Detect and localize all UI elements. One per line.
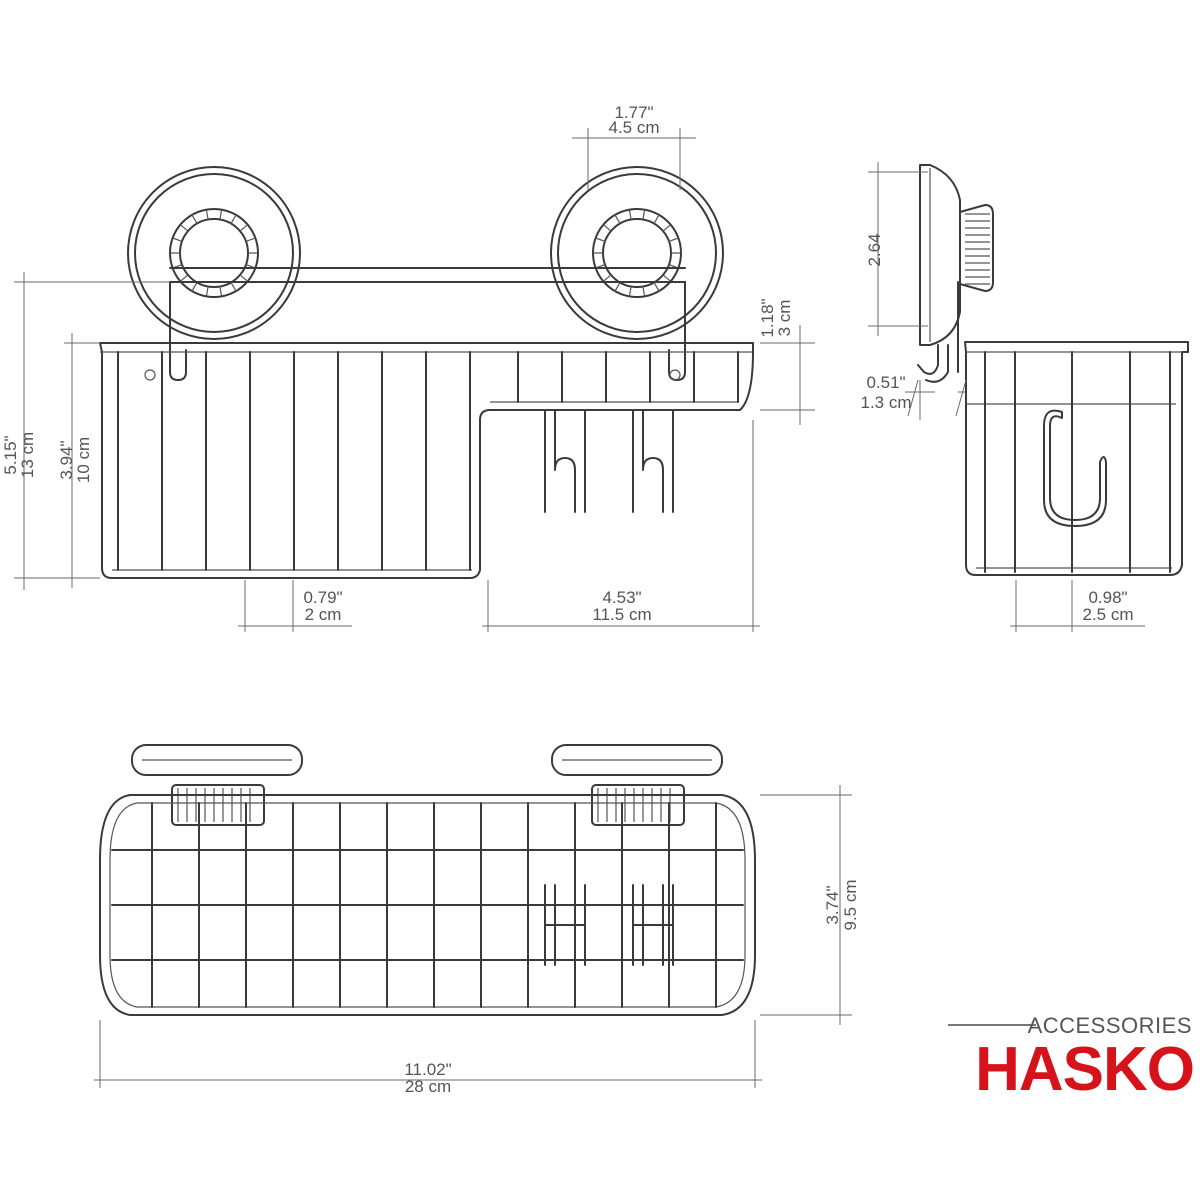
dim-hook-drop-cm: 3 cm bbox=[775, 300, 794, 337]
top-basket-outline bbox=[99, 794, 756, 1016]
suction-cup-right bbox=[550, 166, 724, 340]
dim-wire-gap-in: 0.79" bbox=[303, 588, 342, 607]
dim-suction-depth: 2.64 bbox=[865, 233, 884, 266]
dim-suction-spacing-cm: 4.5 cm bbox=[608, 118, 659, 137]
top-dimensions: 3.74" 9.5 cm 11.02" 28 cm bbox=[94, 785, 860, 1096]
dim-wire-gap-cm: 2 cm bbox=[305, 605, 342, 624]
dim-depth-cm: 9.5 cm bbox=[841, 879, 860, 930]
side-view bbox=[917, 164, 1189, 576]
dim-suction-spacing-in: 1.77" bbox=[614, 103, 653, 122]
dim-depth-in: 3.74" bbox=[823, 885, 842, 924]
brand-name: HASKO bbox=[975, 1035, 1194, 1104]
dim-step-width-in: 4.53" bbox=[602, 588, 641, 607]
dim-side-wire-gap-in: 0.98" bbox=[1088, 588, 1127, 607]
side-hook bbox=[1043, 409, 1107, 527]
utility-hooks bbox=[544, 409, 674, 513]
dim-side-wire-gap-cm: 2.5 cm bbox=[1082, 605, 1133, 624]
dim-total-height-cm: 13 cm bbox=[18, 432, 37, 478]
hanging-rail bbox=[169, 267, 686, 283]
dim-hook-offset-cm: 1.3 cm bbox=[860, 393, 911, 412]
side-basket bbox=[964, 341, 1189, 576]
top-basket-grid bbox=[111, 802, 744, 1008]
dim-hook-drop-in: 1.18" bbox=[758, 298, 777, 337]
top-suction-right bbox=[551, 744, 723, 826]
suction-cup-profile bbox=[919, 164, 961, 346]
side-dimensions: 2.64 0.51" 1.3 cm 0.98" 2.5 cm bbox=[860, 162, 1145, 632]
front-dimensions: 1.77" 4.5 cm 1.18" 3 cm 5.15" 13 cm 3.94… bbox=[1, 103, 815, 632]
dim-width-in: 11.02" bbox=[404, 1060, 451, 1079]
dim-step-width-cm: 11.5 cm bbox=[592, 605, 651, 624]
dim-width-cm: 28 cm bbox=[405, 1077, 451, 1096]
front-view bbox=[99, 166, 754, 579]
basket-outline bbox=[99, 342, 754, 579]
basket-wires-left bbox=[117, 351, 471, 571]
top-view bbox=[99, 744, 756, 1016]
dim-basket-height-cm: 10 cm bbox=[74, 437, 93, 483]
brand-subtitle: ACCESSORIES bbox=[1028, 1013, 1192, 1038]
side-basket-wires bbox=[984, 351, 1171, 573]
dim-hook-offset-in: 0.51" bbox=[866, 373, 905, 392]
basket-wires-right bbox=[517, 351, 739, 403]
suction-cup-left bbox=[127, 166, 301, 340]
dim-total-height-in: 5.15" bbox=[1, 435, 20, 474]
dim-basket-height-in: 3.94" bbox=[57, 440, 76, 479]
brand-logo: ACCESSORIES HASKO bbox=[948, 1013, 1195, 1104]
top-suction-left bbox=[131, 744, 303, 826]
